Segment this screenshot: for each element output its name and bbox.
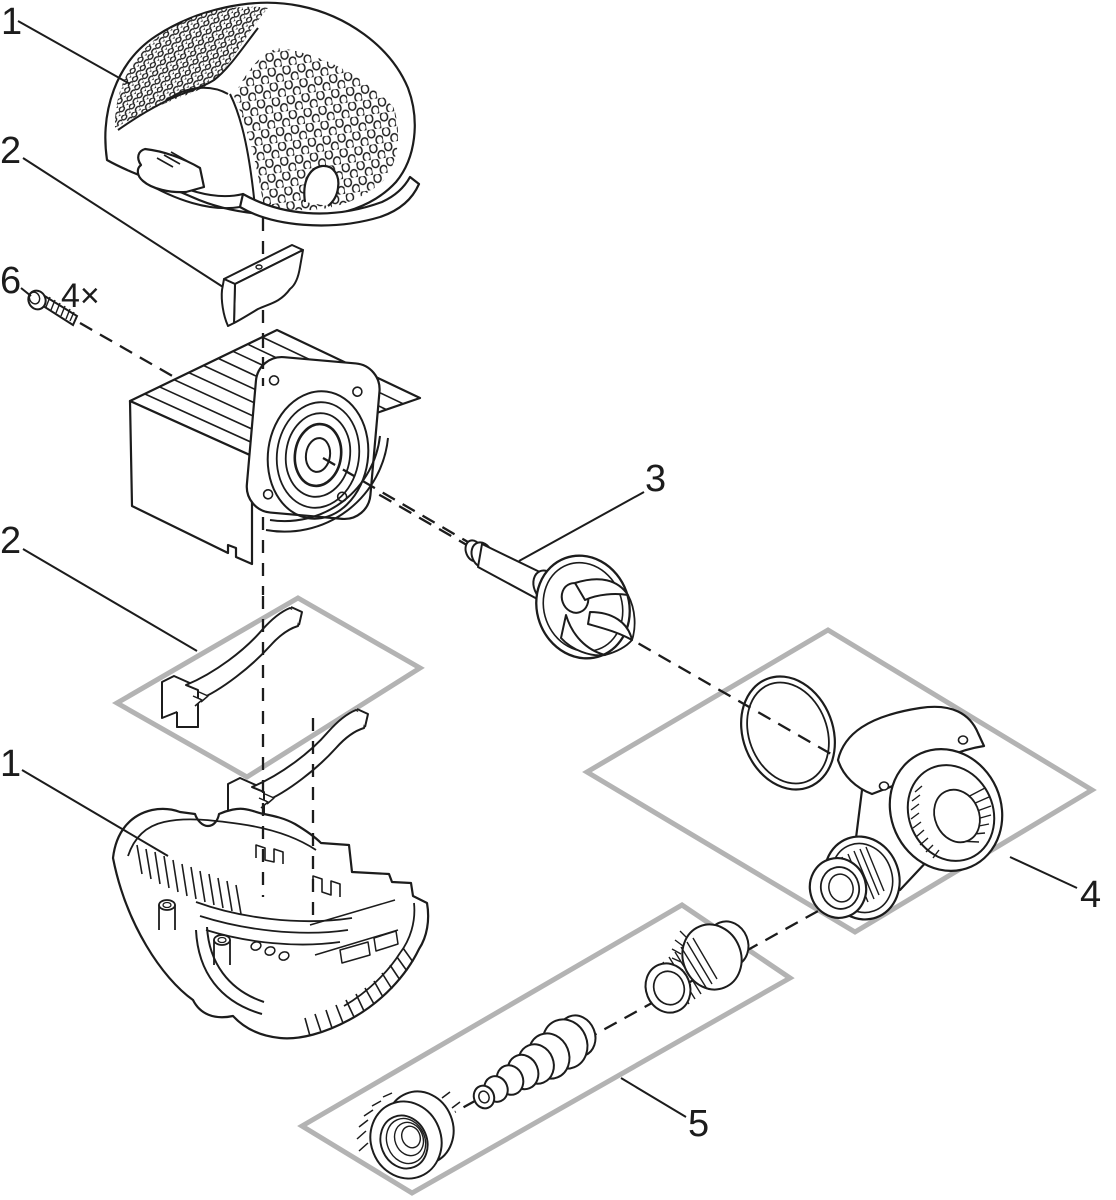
- housing-shell: [111, 807, 430, 1040]
- leader-housing: [21, 769, 169, 857]
- kit-panel-hose-connectors: [297, 902, 795, 1196]
- callout-hose-kit: 5: [688, 1103, 709, 1145]
- cover-front-perforation: [234, 48, 399, 211]
- assembly-axis-flange-overlay: [322, 457, 469, 543]
- elbow-flange: [836, 705, 986, 796]
- leader-clip-upper: [22, 157, 224, 288]
- impeller-drawing: [464, 539, 636, 660]
- kit-panel-outlet-elbow: [582, 627, 1097, 935]
- callout-strainer-cover: 1: [1, 1, 22, 43]
- kit-panel-clips: [111, 595, 425, 780]
- outlet-elbow-drawing: [808, 705, 1004, 921]
- stepped-hose-tail-drawing: [472, 1014, 597, 1110]
- housing-screw-post: [158, 899, 231, 965]
- leader-hose-kit: [620, 1077, 687, 1118]
- hose-connector-kit-drawing: [356, 920, 750, 1180]
- union-nut-drawing: [356, 1090, 461, 1180]
- callout-outlet-elbow: 4: [1080, 874, 1101, 916]
- screw-drawing: [27, 289, 79, 327]
- threaded-adapter-drawing: [644, 920, 750, 1014]
- motor-chamber-rings: [266, 390, 370, 520]
- housing-grill-slats: [304, 947, 414, 1037]
- housing-castellated-wall: [255, 844, 341, 897]
- leader-impeller: [518, 491, 645, 562]
- housing-cable-channel: [195, 926, 265, 1015]
- callout-housing: 1: [0, 743, 21, 785]
- leader-clips-lower: [22, 548, 198, 652]
- clip-notch: [192, 691, 209, 707]
- cover-dense-perforation: [114, 6, 268, 128]
- housing-comb-fins: [136, 844, 242, 915]
- nut-grip-slots: [356, 1091, 461, 1152]
- impeller-blade: [560, 614, 606, 657]
- motor-chamber-rim: [265, 435, 389, 533]
- clips-lower-drawing: [161, 606, 369, 830]
- clip-arm: [185, 607, 302, 701]
- callout-clip-upper: 2: [0, 130, 21, 172]
- callout-clips-lower: 2: [0, 520, 21, 562]
- elbow-male-thread: [808, 846, 885, 919]
- strainer-cover-drawing: [104, 1, 421, 227]
- impeller-blade: [574, 578, 629, 601]
- callout-screw: 6: [0, 260, 21, 302]
- clip-pin-hole: [255, 264, 263, 270]
- cover-bottom-lip: [238, 175, 421, 227]
- cover-curl-notch: [303, 164, 340, 207]
- leader-outlet-elbow: [1009, 856, 1078, 889]
- callout-screw-quantity: 4×: [61, 277, 100, 315]
- leader-screw: [20, 287, 32, 297]
- callout-impeller: 3: [645, 458, 666, 500]
- motor-body-drawing: [128, 328, 422, 566]
- clip-upper-drawing: [220, 244, 304, 327]
- callout-labels: 1 2 6 4× 3 2 1 4 5: [0, 1, 1101, 1145]
- leader-cover: [17, 20, 131, 85]
- pump-housing-drawing: [111, 807, 430, 1040]
- assembly-axis-outlet: [454, 898, 839, 1114]
- o-ring-drawing: [740, 675, 836, 791]
